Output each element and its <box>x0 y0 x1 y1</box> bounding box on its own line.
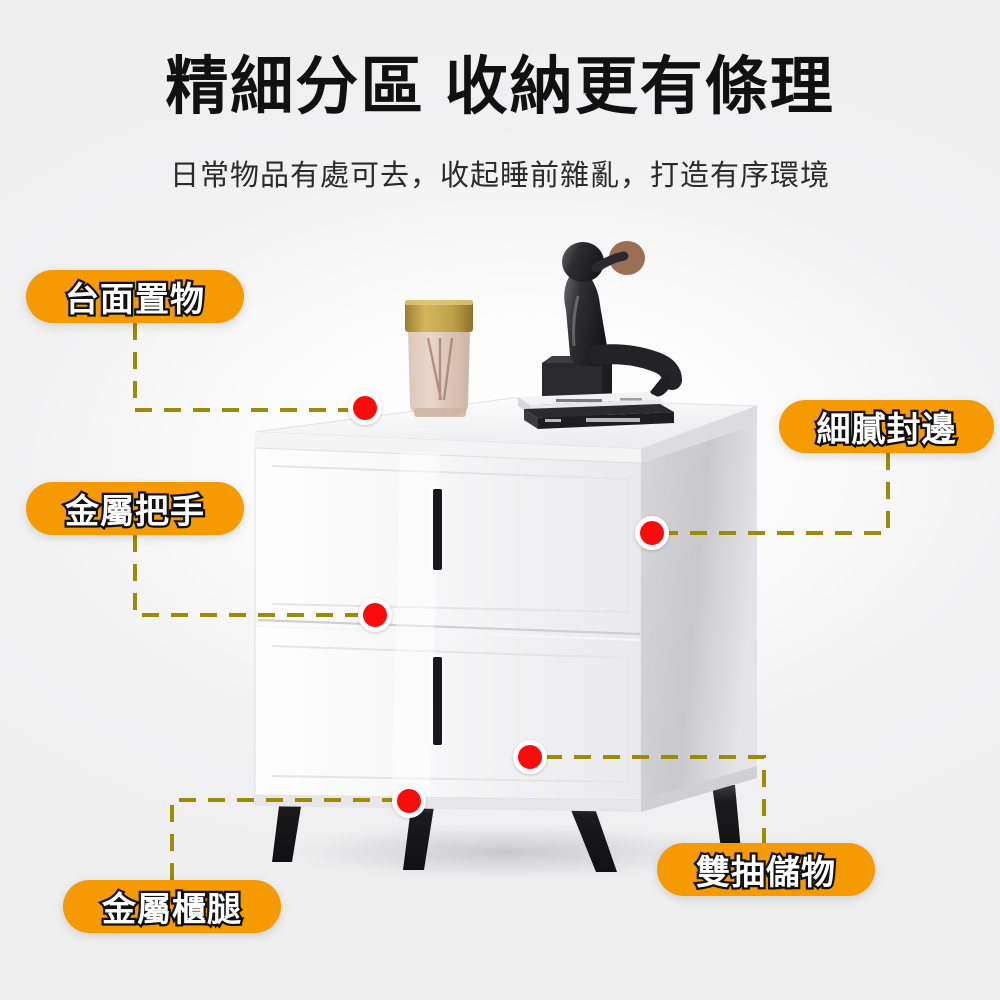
drawer-handles <box>431 487 444 747</box>
decor-books <box>518 392 674 429</box>
marker-dot-dual-drawer[interactable] <box>513 740 547 774</box>
connector-countertop <box>133 323 349 412</box>
page-title: 精細分區 收納更有條理 <box>165 52 835 122</box>
connector-edge-banding <box>666 453 890 535</box>
callout-metal-handle[interactable]: 金屬把手 <box>26 482 244 535</box>
cabinet-body <box>254 397 758 812</box>
connector-dual-drawer <box>545 755 766 843</box>
callout-label-dual-drawer: 雙抽儲物 <box>694 852 838 895</box>
marker-dot-metal-handle[interactable] <box>358 598 392 632</box>
page-subtitle: 日常物品有處可去，收起睡前雜亂，打造有序環境 <box>169 160 830 192</box>
marker-dot-metal-legs[interactable] <box>392 784 426 818</box>
callout-label-edge-banding: 細膩封邊 <box>814 409 958 452</box>
callout-edge-banding[interactable]: 細膩封邊 <box>779 400 994 453</box>
callout-metal-legs[interactable]: 金屬櫃腿 <box>63 880 281 933</box>
connector-metal-handle <box>133 535 360 617</box>
callout-countertop[interactable]: 台面置物 <box>26 270 244 323</box>
callout-label-countertop: 台面置物 <box>63 279 207 322</box>
callout-label-metal-handle: 金屬把手 <box>63 491 207 534</box>
callout-label-metal-legs: 金屬櫃腿 <box>100 889 244 932</box>
marker-dot-edge-banding[interactable] <box>635 516 669 550</box>
callout-dual-drawer[interactable]: 雙抽儲物 <box>657 843 875 896</box>
marker-dot-countertop[interactable] <box>348 391 382 425</box>
decor-vase <box>405 300 473 417</box>
decor-figurine <box>542 241 682 418</box>
connector-metal-legs <box>170 798 398 880</box>
